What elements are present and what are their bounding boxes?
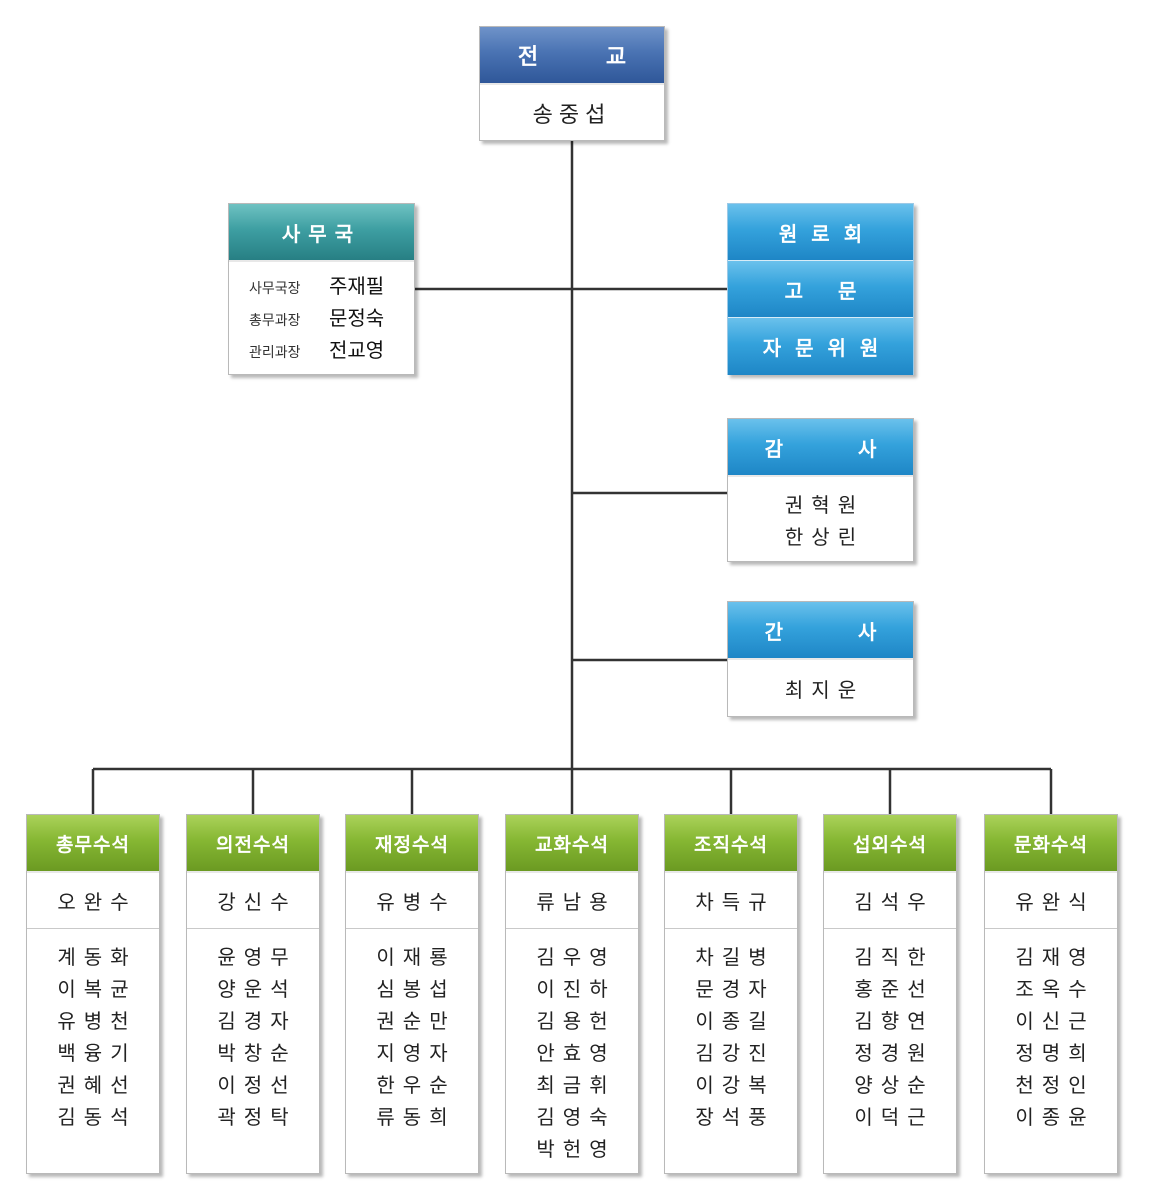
department-member: 김우영 <box>536 945 616 969</box>
secretariat-row: 총무과장 문정숙 <box>229 302 414 334</box>
department-member: 심봉섭 <box>376 977 456 1001</box>
secretary-title: 간 사 <box>728 602 913 660</box>
department-head: 류남용 <box>506 873 638 929</box>
department-head: 오완수 <box>27 873 159 929</box>
leader-name: 송중섭 <box>532 103 612 128</box>
department-member: 홍준선 <box>854 977 934 1001</box>
leader-title: 전 교 <box>480 27 664 85</box>
department-box: 의전수석 강신수 윤영무 양운석 김경자 박창순 이정선 곽정탁 <box>186 814 320 1174</box>
department-member: 이복균 <box>57 977 137 1001</box>
secretariat-member-name: 주재필 <box>329 274 385 298</box>
advisory-committee: 자문위원 <box>728 318 913 375</box>
department-head: 강신수 <box>187 873 319 929</box>
department-title: 교화수석 <box>506 815 638 873</box>
department-member: 김동석 <box>57 1105 137 1129</box>
leader-box: 전 교 송중섭 <box>479 26 665 141</box>
department-member: 장석풍 <box>695 1105 775 1129</box>
department-box: 조직수석 차득규 차길병 문경자 이종길 김강진 이강복 장석풍 <box>664 814 798 1174</box>
department-title: 문화수석 <box>985 815 1117 873</box>
department-box: 교화수석 류남용 김우영 이진하 김용헌 안효영 최금휘 김영숙 박헌영 <box>505 814 639 1174</box>
secretary-box: 간 사 최지운 <box>727 601 914 717</box>
department-member: 류동희 <box>376 1105 456 1129</box>
audit-title: 감 사 <box>728 419 913 477</box>
department-box: 총무수석 오완수 계동화 이복균 유병천 백융기 권혜선 김동석 <box>26 814 160 1174</box>
department-member: 최금휘 <box>536 1073 616 1097</box>
department-member: 김강진 <box>695 1041 775 1065</box>
department-member: 곽정탁 <box>217 1105 297 1129</box>
department-member: 한우순 <box>376 1073 456 1097</box>
department-member: 이종윤 <box>1015 1105 1095 1129</box>
department-member: 문경자 <box>695 977 775 1001</box>
department-member: 김용헌 <box>536 1009 616 1033</box>
secretariat-role: 관리과장 <box>249 345 301 361</box>
department-member: 김향연 <box>854 1009 934 1033</box>
department-member: 이덕근 <box>854 1105 934 1129</box>
department-box: 문화수석 유완식 김재영 조옥수 이신근 정명희 천정인 이종윤 <box>984 814 1118 1174</box>
department-member: 백융기 <box>57 1041 137 1065</box>
department-member: 권혜선 <box>57 1073 137 1097</box>
secretary-name: 최지운 <box>784 677 865 702</box>
department-title: 재정수석 <box>346 815 478 873</box>
department-member: 이신근 <box>1015 1009 1095 1033</box>
department-member: 안효영 <box>536 1041 616 1065</box>
department-head: 유병수 <box>346 873 478 929</box>
department-member: 이종길 <box>695 1009 775 1033</box>
department-head: 유완식 <box>985 873 1117 929</box>
department-member: 이재룡 <box>376 945 456 969</box>
department-member: 정경원 <box>854 1041 934 1065</box>
department-member: 조옥수 <box>1015 977 1095 1001</box>
audit-box: 감 사 권혁원 한상린 <box>727 418 914 562</box>
advisory-elders: 원로회 <box>728 204 913 261</box>
department-box: 섭외수석 김석우 김직한 홍준선 김향연 정경원 양상순 이덕근 <box>823 814 957 1174</box>
department-member: 유병천 <box>57 1009 137 1033</box>
department-member: 윤영무 <box>217 945 297 969</box>
department-member: 차길병 <box>695 945 775 969</box>
secretariat-row: 관리과장 전교영 <box>229 334 414 366</box>
department-member: 김영숙 <box>536 1105 616 1129</box>
secretariat-box: 사무국 사무국장 주재필 총무과장 문정숙 관리과장 전교영 <box>228 203 415 375</box>
department-member: 정명희 <box>1015 1041 1095 1065</box>
department-member: 지영자 <box>376 1041 456 1065</box>
secretariat-row: 사무국장 주재필 <box>229 270 414 302</box>
department-member: 권순만 <box>376 1009 456 1033</box>
department-box: 재정수석 유병수 이재룡 심봉섭 권순만 지영자 한우순 류동희 <box>345 814 479 1174</box>
department-member: 계동화 <box>57 945 137 969</box>
department-member: 이진하 <box>536 977 616 1001</box>
department-title: 조직수석 <box>665 815 797 873</box>
department-member: 천정인 <box>1015 1073 1095 1097</box>
department-head: 차득규 <box>665 873 797 929</box>
advisory-box: 원로회 고 문 자문위원 <box>727 203 914 375</box>
audit-member-name: 권혁원 <box>784 493 865 517</box>
department-title: 섭외수석 <box>824 815 956 873</box>
department-member: 양운석 <box>217 977 297 1001</box>
audit-member-name: 한상린 <box>784 525 865 549</box>
department-member: 이강복 <box>695 1073 775 1097</box>
department-member: 김직한 <box>854 945 934 969</box>
department-member: 김경자 <box>217 1009 297 1033</box>
department-title: 의전수석 <box>187 815 319 873</box>
secretariat-member-name: 문정숙 <box>329 306 385 330</box>
department-title: 총무수석 <box>27 815 159 873</box>
secretariat-title: 사무국 <box>229 204 414 262</box>
secretariat-member-name: 전교영 <box>329 338 385 362</box>
secretariat-role: 사무국장 <box>249 281 301 297</box>
department-member: 양상순 <box>854 1073 934 1097</box>
advisory-adviser: 고 문 <box>728 261 913 318</box>
department-member: 이정선 <box>217 1073 297 1097</box>
department-member: 박창순 <box>217 1041 297 1065</box>
secretariat-role: 총무과장 <box>249 313 301 329</box>
department-member: 박헌영 <box>536 1137 616 1161</box>
department-head: 김석우 <box>824 873 956 929</box>
department-member: 김재영 <box>1015 945 1095 969</box>
